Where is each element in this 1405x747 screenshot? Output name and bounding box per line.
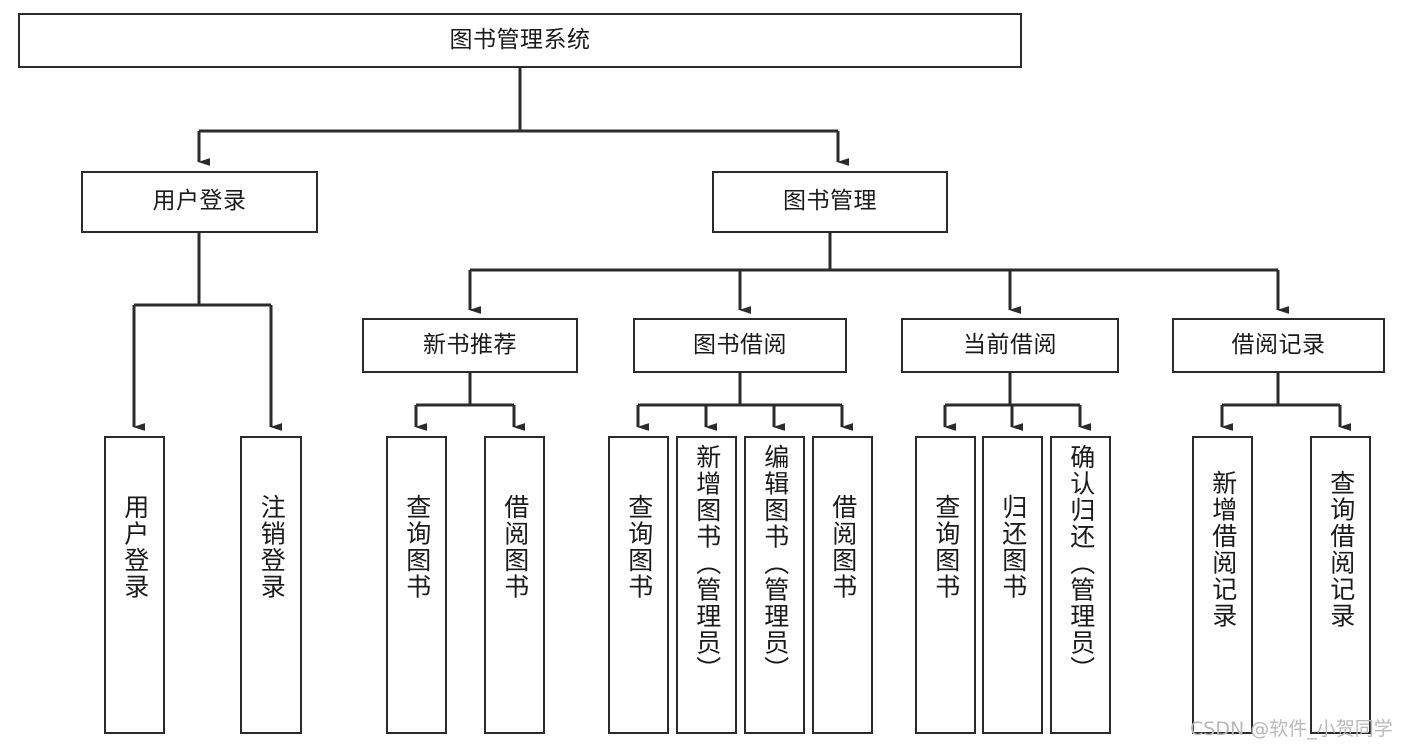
node-leaf-borrow-book-rec[interactable]: 借阅图书 <box>484 436 545 734</box>
node-leaf-add-book[interactable]: 新增图书（管理员） <box>676 436 737 734</box>
node-leaf-return-book[interactable]: 归还图书 <box>982 436 1043 734</box>
node-leaf-query-book-rec[interactable]: 查询图书 <box>386 436 447 734</box>
node-leaf-borrow-book[interactable]: 借阅图书 <box>812 436 873 734</box>
node-borrow-record[interactable]: 借阅记录 <box>1172 318 1385 373</box>
node-leaf-query-book-borrow[interactable]: 查询图书 <box>608 436 669 734</box>
node-leaf-confirm-return-label: 确认归还（管理员） <box>1066 444 1096 683</box>
node-leaf-query-book-borrow-label: 查询图书 <box>624 494 654 600</box>
node-leaf-return-book-label: 归还图书 <box>998 494 1028 600</box>
node-leaf-borrow-book-label: 借阅图书 <box>828 494 858 600</box>
node-leaf-query-book-current-label: 查询图书 <box>931 494 961 600</box>
node-leaf-query-borrow-record-label: 查询借阅记录 <box>1326 470 1356 629</box>
node-new-book-rec-label: 新书推荐 <box>423 331 517 358</box>
node-leaf-confirm-return[interactable]: 确认归还（管理员） <box>1050 436 1111 734</box>
node-leaf-user-login-label: 用户登录 <box>120 494 150 600</box>
node-leaf-add-book-label: 新增图书（管理员） <box>692 444 722 683</box>
node-leaf-logout-label: 注销登录 <box>257 494 287 600</box>
node-leaf-logout[interactable]: 注销登录 <box>240 436 302 734</box>
node-book-borrow-label: 图书借阅 <box>693 331 787 358</box>
csdn-watermark: CSDN @软件_小贺同学 <box>1190 718 1393 740</box>
node-borrow-record-label: 借阅记录 <box>1231 331 1326 358</box>
node-new-book-rec[interactable]: 新书推荐 <box>362 318 578 373</box>
node-user-login-label: 用户登录 <box>152 188 247 215</box>
node-leaf-add-borrow-record[interactable]: 新增借阅记录 <box>1192 436 1253 734</box>
node-leaf-query-book-rec-label: 查询图书 <box>402 494 432 600</box>
node-root-label: 图书管理系统 <box>449 26 591 53</box>
node-user-login[interactable]: 用户登录 <box>81 171 318 233</box>
node-book-manage[interactable]: 图书管理 <box>712 171 948 233</box>
node-leaf-edit-book[interactable]: 编辑图书（管理员） <box>744 436 805 734</box>
node-book-manage-label: 图书管理 <box>783 188 877 215</box>
node-book-borrow[interactable]: 图书借阅 <box>633 318 847 373</box>
node-current-borrow-label: 当前借阅 <box>963 331 1057 358</box>
node-leaf-query-book-current[interactable]: 查询图书 <box>915 436 976 734</box>
node-root[interactable]: 图书管理系统 <box>18 13 1022 68</box>
node-leaf-user-login[interactable]: 用户登录 <box>104 436 165 734</box>
node-leaf-query-borrow-record[interactable]: 查询借阅记录 <box>1310 436 1371 734</box>
node-leaf-edit-book-label: 编辑图书（管理员） <box>760 444 790 683</box>
node-current-borrow[interactable]: 当前借阅 <box>901 318 1119 373</box>
node-leaf-add-borrow-record-label: 新增借阅记录 <box>1208 470 1238 629</box>
node-leaf-borrow-book-rec-label: 借阅图书 <box>500 494 530 600</box>
